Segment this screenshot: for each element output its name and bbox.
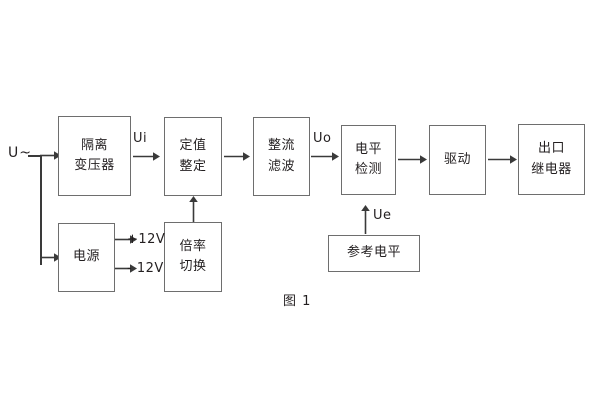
block-setting-value: 定值 整定 — [164, 117, 222, 196]
block-multiplier-switch: 倍率 切换 — [164, 222, 222, 292]
arrow-level-detect-to-drive — [398, 152, 428, 168]
block-line: 变压器 — [74, 158, 115, 173]
block-line: 电平 — [354, 141, 382, 157]
block-line: 隔离 — [80, 137, 108, 153]
input-source-label: U~ — [8, 145, 32, 161]
block-line: 电源 — [72, 249, 100, 265]
arrow-setting-to-rectify — [224, 149, 251, 165]
block-line: 切换 — [179, 259, 207, 274]
arrow-rail-negative — [115, 261, 138, 277]
block-line: 参考电平 — [346, 245, 401, 261]
source-bus-entry-line — [28, 155, 42, 157]
arrow-source-to-isolation — [40, 148, 62, 164]
block-power-supply: 电源 — [58, 223, 115, 292]
block-line: 继电器 — [531, 161, 572, 177]
signal-label-ui: Ui — [133, 131, 148, 146]
block-reference-level: 参考电平 — [328, 235, 420, 272]
arrow-rectify-to-level-detect — [311, 149, 340, 165]
block-line: 出口 — [537, 141, 565, 157]
block-line: 定值 — [179, 138, 207, 154]
block-line: 检测 — [354, 162, 382, 177]
arrow-drive-to-output-relay — [488, 152, 518, 168]
block-isolation-transformer: 隔离 变压器 — [58, 116, 131, 196]
signal-label-ue: Ue — [373, 208, 392, 223]
rail-positive-label: +12V — [127, 232, 166, 247]
block-output-relay: 出口 继电器 — [518, 124, 585, 195]
block-rectify-filter: 整流 滤波 — [253, 117, 310, 196]
rail-negative-label: - 12V — [127, 261, 164, 276]
arrow-isolation-to-setting — [133, 149, 161, 165]
block-line: 倍率 — [179, 238, 207, 254]
block-line: 驱动 — [443, 151, 471, 167]
block-drive: 驱动 — [429, 125, 486, 195]
arrow-reference-to-level-detect — [358, 205, 374, 235]
arrow-rail-positive — [115, 232, 138, 248]
arrow-multiplier-to-setting — [186, 196, 202, 223]
arrow-source-to-power-supply — [40, 250, 62, 266]
source-bus-vertical-line — [40, 155, 42, 265]
block-line: 整流 — [267, 138, 295, 154]
figure-caption: 图 1 — [283, 294, 312, 309]
block-line: 滤波 — [267, 158, 295, 174]
block-level-detect: 电平 检测 — [341, 125, 396, 195]
signal-label-uo: Uo — [313, 131, 332, 146]
block-line: 整定 — [179, 158, 207, 174]
